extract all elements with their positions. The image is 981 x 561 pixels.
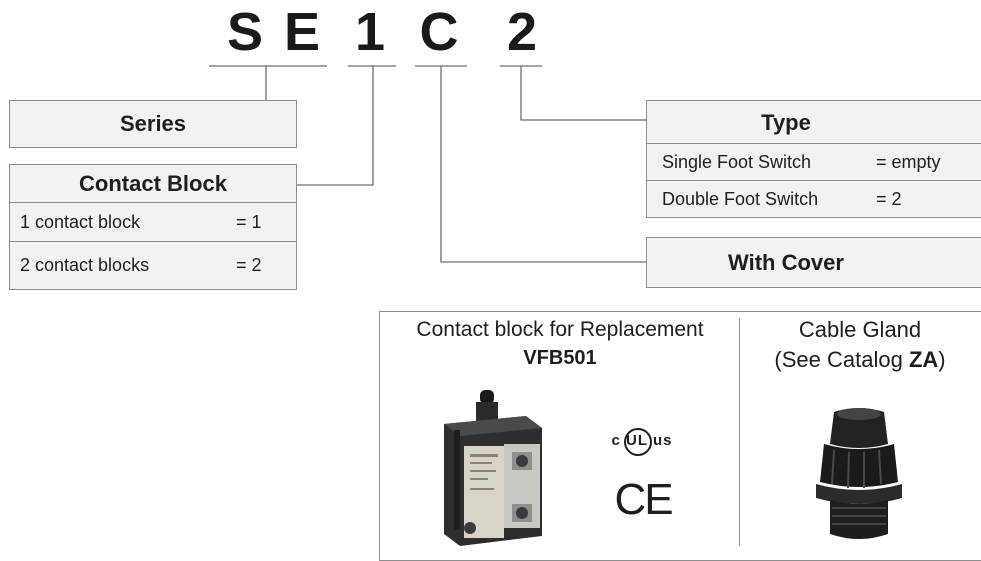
cover-title: With Cover (728, 250, 844, 275)
contact-block-row-2-label: 2 contact blocks (20, 255, 150, 275)
type-row-double: Double Foot Switch = 2 (647, 181, 981, 217)
ul-circle-icon (624, 428, 652, 456)
connector-cover (440, 66, 646, 263)
series-box: Series (9, 100, 297, 148)
contact-block-image (444, 390, 542, 546)
contact-block-row-1: 1 contact block = 1 (10, 203, 296, 242)
gland-catalog-code: ZA (908, 347, 939, 372)
code-letter-e: E (283, 2, 321, 62)
contact-block-title: Contact Block (10, 165, 296, 203)
code-letter-2: 2 (506, 2, 538, 62)
type-row-double-value: = 2 (876, 189, 902, 209)
contact-block-box: Contact Block 1 contact block = 1 2 cont… (9, 164, 297, 290)
contact-block-row-1-value: = 1 (236, 212, 262, 232)
code-letter-s: S (226, 2, 264, 62)
type-row-single-value: = empty (876, 152, 941, 172)
ce-certification-mark: CE (614, 475, 673, 524)
replacement-part-number: VFB501 (523, 347, 597, 369)
gland-catalog-prefix: (See Catalog (774, 347, 909, 372)
contact-block-row-2: 2 contact blocks = 2 (10, 242, 296, 289)
contact-block-row-2-value: = 2 (236, 255, 262, 275)
connector-type (520, 66, 646, 121)
type-row-single-label: Single Foot Switch (662, 152, 812, 172)
gland-catalog-ref: (See Catalog ZA) (742, 346, 978, 374)
gland-label: Cable Gland (798, 317, 922, 342)
type-title: Type (647, 101, 981, 144)
type-row-double-label: Double Foot Switch (662, 189, 819, 209)
replacement-label: Contact block for Replacement (416, 318, 704, 341)
cable-gland-image (816, 408, 902, 539)
series-title: Series (119, 111, 187, 136)
type-row-single: Single Foot Switch = empty (647, 144, 981, 181)
code-letter-c: C (419, 2, 459, 62)
connector-contact-block (297, 66, 374, 186)
panel-divider (739, 318, 740, 546)
type-box: Type Single Foot Switch = empty Double F… (646, 100, 981, 218)
ul-certification-mark: c UL us (594, 424, 690, 458)
gland-catalog-suffix: ) (938, 347, 946, 372)
cover-box: With Cover (646, 237, 981, 288)
code-letter-1: 1 (354, 2, 386, 62)
contact-block-row-1-label: 1 contact block (20, 212, 141, 232)
